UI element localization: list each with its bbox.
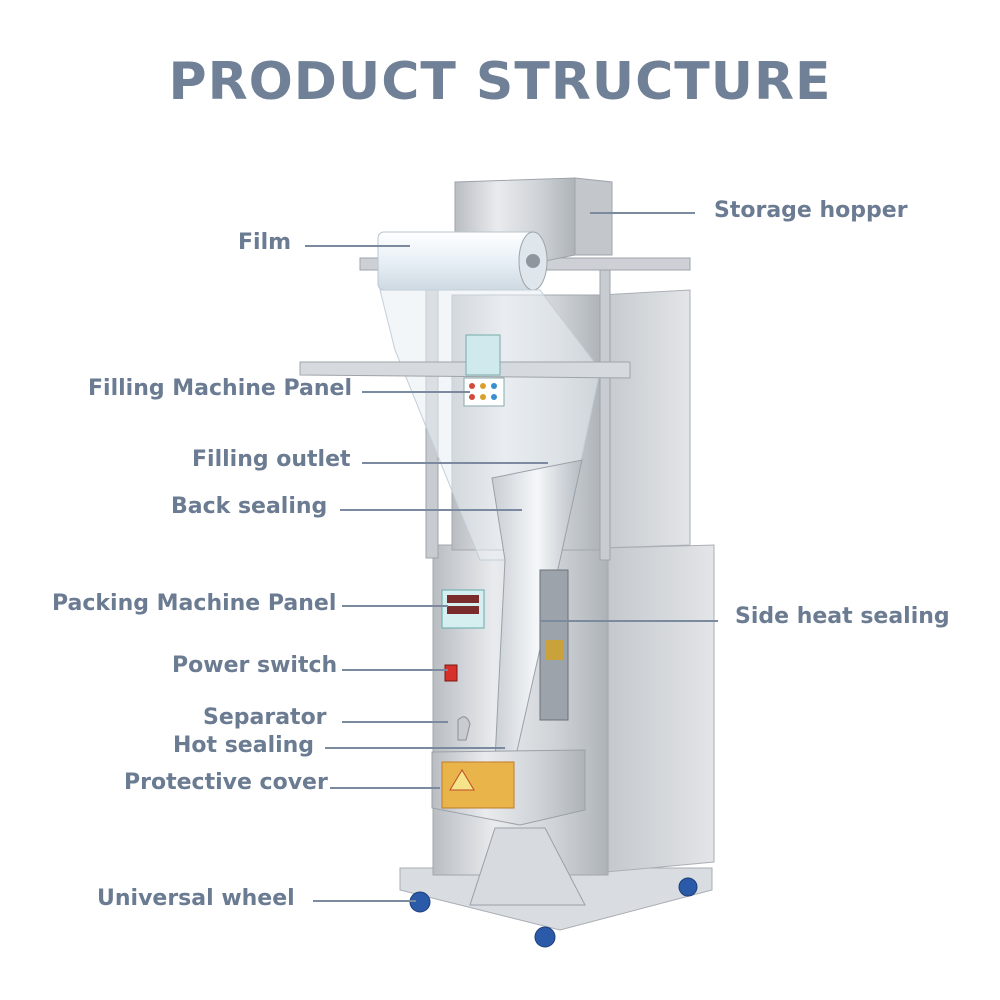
label-filling-machine-panel: Filling Machine Panel [88, 376, 352, 401]
label-power-switch: Power switch [172, 653, 338, 678]
label-film: Film [238, 230, 292, 255]
film-tray [299, 361, 631, 379]
label-separator: Separator [203, 705, 327, 730]
film-roll [377, 231, 539, 291]
label-packing-machine-panel: Packing Machine Panel [52, 591, 337, 616]
label-protective-cover: Protective cover [124, 770, 328, 795]
label-back-sealing: Back sealing [171, 494, 328, 519]
label-side-heat-sealing: Side heat sealing [735, 604, 950, 629]
discharge-chute [469, 827, 586, 906]
label-storage-hopper: Storage hopper [714, 198, 908, 223]
page-title: PRODUCT STRUCTURE [168, 52, 832, 112]
filling-panel-screen [465, 334, 501, 376]
label-hot-sealing: Hot sealing [173, 733, 315, 758]
frame-post-right [599, 259, 611, 561]
label-universal-wheel: Universal wheel [97, 886, 295, 911]
power-switch [444, 664, 458, 682]
upper-cabinet-side [599, 289, 691, 549]
label-filling-outlet: Filling outlet [192, 447, 351, 472]
lower-cabinet-side [605, 544, 715, 873]
separator [457, 716, 471, 741]
universal-wheel [409, 877, 698, 948]
